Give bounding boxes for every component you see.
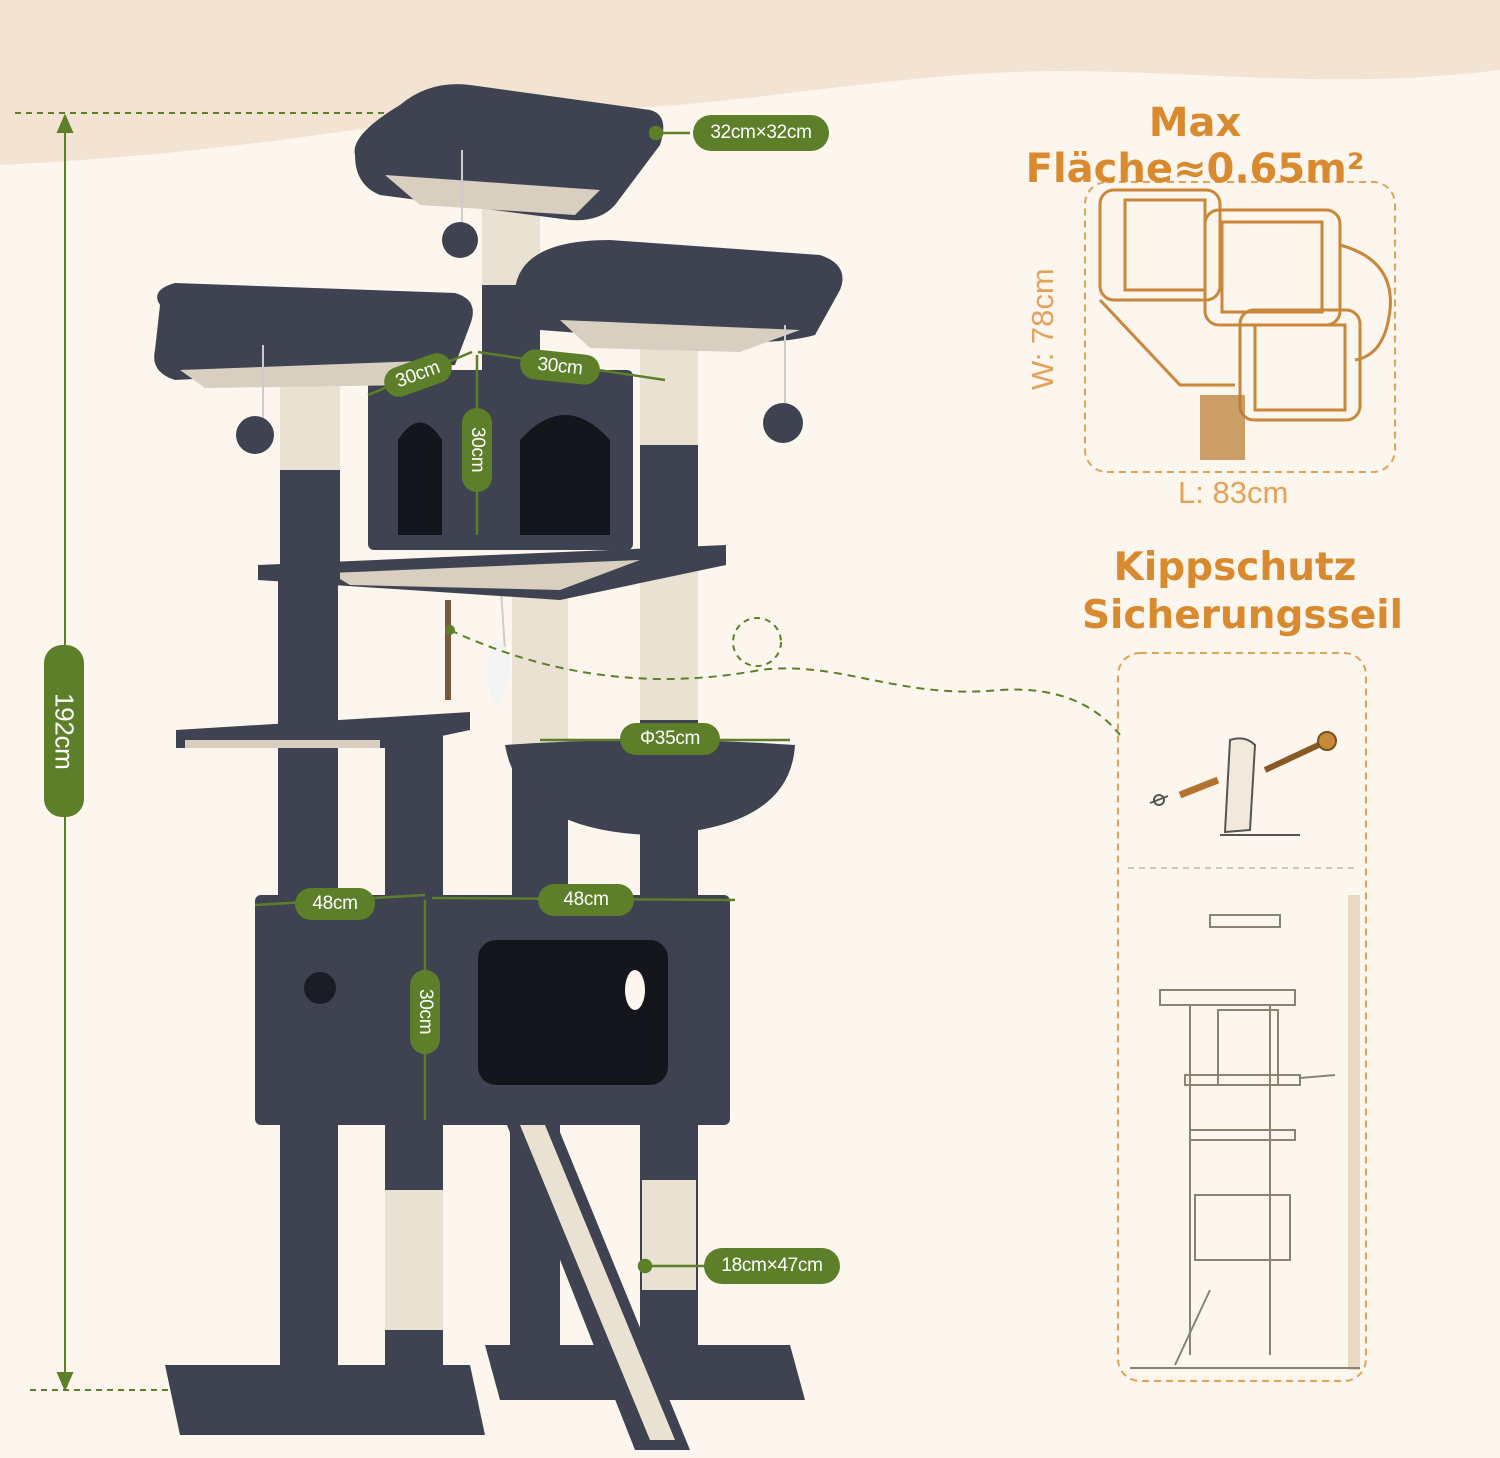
anchored-tree-sketch — [1130, 895, 1360, 1370]
footprint-heading: Max Fläche≈0.65m² — [1025, 100, 1365, 192]
top-platform-size-label: 32cm×32cm — [693, 115, 829, 151]
safety-box — [1117, 652, 1367, 1382]
upper-condo-door-left — [398, 422, 442, 535]
footprint-outline — [1098, 188, 1392, 460]
perch-right — [512, 240, 843, 343]
toy-mouse — [486, 640, 511, 705]
screw-icon — [1263, 731, 1337, 773]
footprint-length-label: L: 83cm — [1178, 475, 1289, 510]
hardware-icons — [1149, 731, 1337, 836]
base-condo-opening — [478, 940, 668, 1085]
footprint-box — [1084, 181, 1396, 473]
toy-cord — [445, 600, 451, 700]
base-left-width-label: 48cm — [295, 888, 375, 920]
upper-condo-door-right — [520, 415, 610, 535]
lower-condo-height-label: 30cm — [410, 970, 440, 1054]
bracket-icon — [1220, 737, 1300, 836]
pompom-top — [442, 222, 478, 258]
pompom-left — [236, 416, 274, 454]
hammock-label: Φ35cm — [620, 723, 720, 755]
cat-tree — [154, 84, 843, 1450]
pompom-right — [763, 403, 803, 443]
perch-left — [154, 283, 473, 380]
safety-heading-line1: Kippschutz — [1113, 545, 1357, 590]
post-mid-2 — [385, 720, 443, 900]
ramp-size-label: 18cm×47cm — [704, 1248, 840, 1284]
footprint-width-label: W: 78cm — [1025, 268, 1060, 390]
base-condo-side-hole — [304, 972, 336, 1004]
height-label: 192cm — [44, 645, 84, 817]
wall-anchor-icon — [1149, 776, 1220, 806]
upper-condo-height-label: 30cm — [462, 408, 492, 492]
side-perch — [176, 712, 470, 748]
base-condo-porthole — [625, 970, 645, 1010]
safety-heading-line2: Sicherungsseil — [1081, 593, 1404, 638]
hammock-basket — [505, 740, 795, 835]
post-bottom-left — [280, 1110, 338, 1370]
base-right-width-label: 48cm — [538, 884, 634, 916]
